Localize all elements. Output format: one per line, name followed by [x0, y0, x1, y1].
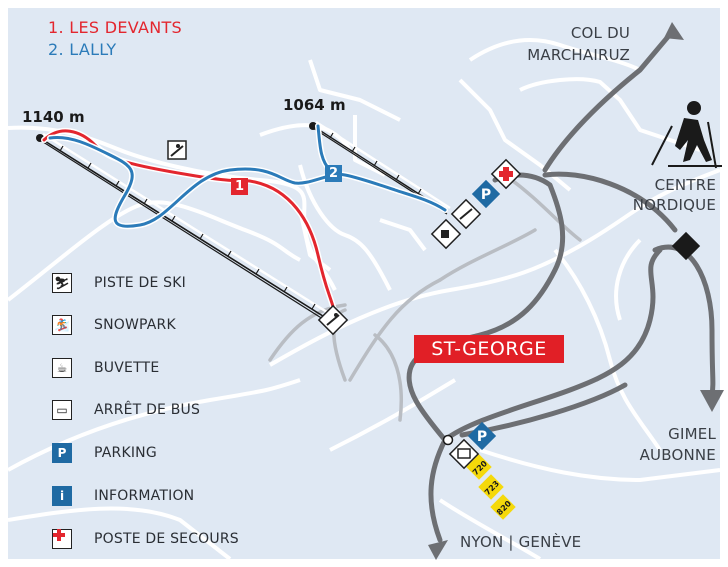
- first-aid-icon: [52, 529, 72, 549]
- route-title-les-devants: 1. LES DEVANTS: [48, 18, 183, 37]
- label-centre: CENTRE: [654, 176, 716, 194]
- ski-lift-left: [36, 132, 339, 327]
- legend-item-ski: ⛷ PISTE DE SKI: [52, 272, 186, 294]
- bus-stop-dot: [442, 434, 454, 446]
- bus-badge-720: [466, 454, 492, 480]
- arrow-col-du-marchairuz: [664, 22, 684, 40]
- bus-icon: ▭: [52, 400, 72, 420]
- town-label-st-george: ST-GEORGE: [414, 335, 564, 363]
- label-col-du: COL DU: [570, 24, 630, 42]
- bus-badge-820: [490, 494, 516, 520]
- parking-map-icon-lower: [467, 421, 497, 451]
- label-geneve: GENÈVE: [518, 533, 582, 551]
- legend-item-information: i INFORMATION: [52, 485, 194, 507]
- cross-country-skier-icon: [651, 101, 722, 169]
- label-nyon: NYON: [460, 533, 504, 551]
- snowpark-icon: 🏂: [52, 315, 72, 335]
- route-badge-1: 1: [231, 178, 248, 195]
- svg-text:P: P: [477, 429, 487, 445]
- minor-roads: [268, 173, 582, 422]
- centre-nordique-marker: [671, 231, 701, 261]
- label-destination-south: NYON | GENÈVE: [460, 533, 581, 551]
- legend-item-parking: P PARKING: [52, 442, 157, 464]
- svg-text:P: P: [481, 187, 491, 203]
- parking-icon: P: [52, 443, 72, 463]
- label-marchairuz: MARCHAIRUZ: [527, 46, 630, 64]
- ski-icon: ⛷: [52, 273, 72, 293]
- route-title-lally: 2. LALLY: [48, 40, 117, 59]
- route-badge-2: 2: [325, 165, 342, 182]
- legend-item-bus: ▭ ARRÊT DE BUS: [52, 399, 200, 421]
- cup-icon: ☕: [52, 358, 72, 378]
- bus-map-icon: [448, 438, 480, 470]
- legend-item-snowpark: 🏂 SNOWPARK: [52, 314, 176, 336]
- arrow-nyon: [428, 540, 448, 560]
- label-separator: |: [508, 533, 514, 551]
- label-gimel: GIMEL: [668, 425, 716, 443]
- legend-item-first-aid: POSTE DE SECOURS: [52, 528, 239, 550]
- bus-line-badges: 720 723 820: [466, 454, 516, 520]
- map-pictograms: P P: [167, 140, 522, 470]
- altitude-right: 1064 m: [283, 96, 346, 114]
- info-icon: i: [52, 486, 72, 506]
- label-nordique: NORDIQUE: [632, 196, 716, 214]
- legend-item-buvette: ☕ BUVETTE: [52, 357, 159, 379]
- arrow-gimel: [700, 390, 724, 412]
- label-aubonne: AUBONNE: [639, 446, 716, 464]
- bus-badge-723: [478, 474, 504, 500]
- altitude-left: 1140 m: [22, 108, 85, 126]
